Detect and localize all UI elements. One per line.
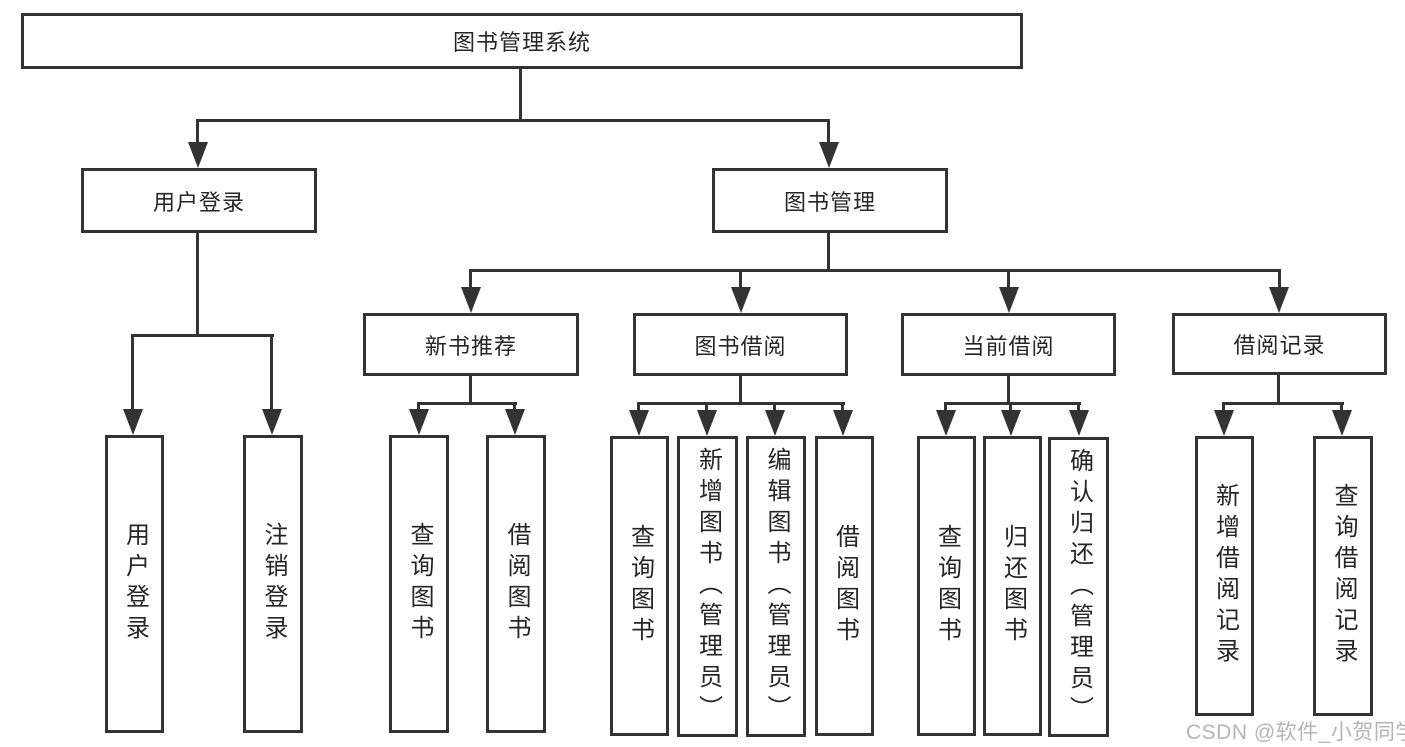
leaf-label: 用户登录 — [121, 522, 149, 646]
connector-line — [131, 334, 134, 414]
arrowhead-icon — [1001, 410, 1021, 436]
connector-line — [637, 402, 845, 405]
connector-line — [827, 119, 830, 149]
leaf-label: 新增图书（管理员） — [694, 447, 722, 726]
connector-line — [1009, 402, 1012, 415]
leaf-borrow-borrow-books: 借阅图书 — [815, 436, 874, 736]
connector-line — [1340, 402, 1343, 415]
connector-line — [739, 269, 742, 291]
node-label: 图书管理系统 — [452, 30, 591, 55]
node-label: 借阅记录 — [1233, 333, 1326, 358]
arrowhead-icon — [999, 287, 1019, 313]
arrowhead-icon — [461, 287, 481, 313]
connector-line — [773, 402, 776, 415]
leaf-newbook-borrow-books: 借阅图书 — [486, 435, 546, 733]
node-new-book-recommend: 新书推荐 — [363, 313, 579, 376]
leaf-label: 确认归还（管理员） — [1065, 447, 1093, 727]
leaf-current-confirm-return-admin: 确认归还（管理员） — [1048, 437, 1109, 737]
leaf-borrow-add-books-admin: 新增图书（管理员） — [677, 436, 738, 737]
arrowhead-icon — [1269, 287, 1289, 313]
arrowhead-icon — [1332, 410, 1352, 436]
leaf-current-query-books: 查询图书 — [917, 436, 976, 736]
connector-line — [519, 68, 522, 120]
connector-line — [270, 334, 273, 414]
leaf-borrow-query-books: 查询图书 — [610, 436, 669, 736]
leaf-user-login: 用户登录 — [105, 435, 164, 733]
node-current-borrow: 当前借阅 — [901, 313, 1116, 376]
arrowhead-icon — [262, 409, 282, 435]
connector-line — [739, 375, 742, 404]
leaf-label: 新增借阅记录 — [1211, 483, 1239, 669]
leaf-label: 查询图书 — [406, 522, 433, 646]
leaf-label: 查询图书 — [933, 524, 961, 648]
arrowhead-icon — [1214, 410, 1234, 436]
connector-line — [513, 402, 516, 415]
connector-line — [196, 119, 199, 149]
connector-line — [1277, 374, 1280, 404]
leaf-label: 注销登录 — [260, 522, 287, 646]
connector-line — [196, 119, 830, 122]
node-label: 图书借阅 — [694, 333, 787, 359]
arrowhead-icon — [409, 409, 429, 435]
connector-line — [1278, 269, 1281, 291]
arrowhead-icon — [731, 287, 751, 313]
node-root-library-system: 图书管理系统 — [21, 13, 1023, 69]
connector-line — [196, 232, 199, 336]
connector-line — [417, 402, 420, 415]
connector-line — [469, 269, 1281, 272]
connector-line — [827, 232, 830, 272]
connector-line — [131, 334, 274, 337]
csdn-watermark: CSDN @软件_小贺同学 — [1186, 721, 1405, 744]
leaf-borrow-edit-books-admin: 编辑图书（管理员） — [746, 436, 806, 737]
connector-line — [1007, 375, 1010, 404]
node-borrow-record: 借阅记录 — [1172, 313, 1387, 375]
connector-line — [944, 402, 947, 415]
arrowhead-icon — [936, 410, 956, 436]
leaf-record-query-borrow-record: 查询借阅记录 — [1313, 436, 1373, 716]
node-label: 当前借阅 — [962, 333, 1055, 359]
arrowhead-icon — [833, 410, 853, 436]
arrowhead-icon — [1069, 410, 1089, 436]
node-label: 新书推荐 — [424, 333, 517, 359]
leaf-label: 借阅图书 — [503, 522, 530, 646]
node-label: 用户登录 — [152, 189, 245, 215]
connector-line — [469, 375, 472, 404]
connector-line — [1077, 402, 1080, 415]
arrowhead-icon — [765, 410, 785, 436]
leaf-label: 编辑图书（管理员） — [763, 447, 790, 726]
leaf-record-add-borrow-record: 新增借阅记录 — [1195, 436, 1254, 716]
connector-line — [469, 269, 472, 291]
leaf-logout: 注销登录 — [243, 435, 303, 733]
node-book-management: 图书管理 — [712, 168, 948, 233]
connector-line — [1222, 402, 1225, 415]
connector-line — [417, 402, 517, 405]
leaf-label: 归还图书 — [999, 524, 1027, 648]
arrowhead-icon — [505, 409, 525, 435]
leaf-current-return-books: 归还图书 — [983, 436, 1042, 736]
arrowhead-icon — [819, 142, 839, 168]
connector-line — [705, 402, 708, 415]
arrowhead-icon — [697, 410, 717, 436]
node-label: 图书管理 — [783, 189, 876, 215]
node-user-login: 用户登录 — [81, 168, 317, 233]
leaf-label: 查询借阅记录 — [1330, 483, 1357, 669]
connector-line — [1007, 269, 1010, 291]
leaf-label: 查询图书 — [626, 524, 654, 648]
connector-line — [841, 402, 844, 415]
leaf-newbook-query-books: 查询图书 — [389, 435, 449, 733]
connector-line — [1222, 402, 1344, 405]
leaf-label: 借阅图书 — [831, 524, 859, 648]
node-book-borrow: 图书借阅 — [633, 313, 848, 376]
connector-line — [637, 402, 640, 415]
arrowhead-icon — [629, 410, 649, 436]
arrowhead-icon — [123, 409, 143, 435]
arrowhead-icon — [188, 142, 208, 168]
connector-line — [944, 402, 1081, 405]
